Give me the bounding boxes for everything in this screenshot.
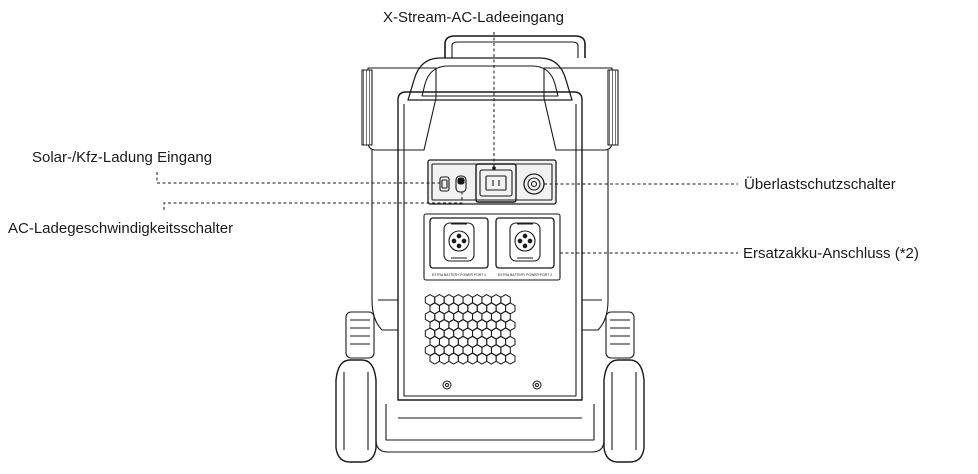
battery-port-2 [495,217,555,269]
ac-speed-switch [455,175,467,193]
control-panel [427,159,557,205]
device-body [397,91,583,401]
vent-hole [429,352,440,365]
screw-right [532,380,542,390]
xstream-ac-port [475,163,517,203]
left-wheel [335,359,377,463]
label-extra-battery-port: Ersatzakku-Anschluss (*2) [743,245,919,262]
solar-car-port [439,176,450,192]
leader-solar [156,172,442,184]
vent-hole [495,352,507,365]
port-1-caption: EXTRA BATTERY POWER PORT 1 [432,273,486,277]
label-ac-charge-speed-switch: AC-Ladegeschwindigkeitsschalter [8,220,234,237]
label-overload-protector: Überlastschutzschalter [744,176,896,193]
label-solar-car-input: Solar-/Kfz-Ladung Eingang [32,149,213,166]
vent-hole [467,352,478,365]
vent-grid [424,294,516,365]
vent-hole [457,352,469,365]
screw-left [442,380,452,390]
vent-hole [476,352,488,365]
right-wheel [603,359,645,463]
battery-port-1 [429,217,489,269]
vent-hole [439,352,450,365]
vent-hole [448,352,459,365]
vent-hole [505,352,516,365]
port-2-caption: EXTRA BATTERY POWER PORT 2 [498,273,552,277]
vent-hole [486,352,497,365]
base [375,400,605,453]
battery-port-panel [423,213,561,281]
handle [444,35,586,58]
label-xstream-ac-input: X-Stream-AC-Ladeeingang [383,9,564,26]
leader-speed [163,192,463,210]
